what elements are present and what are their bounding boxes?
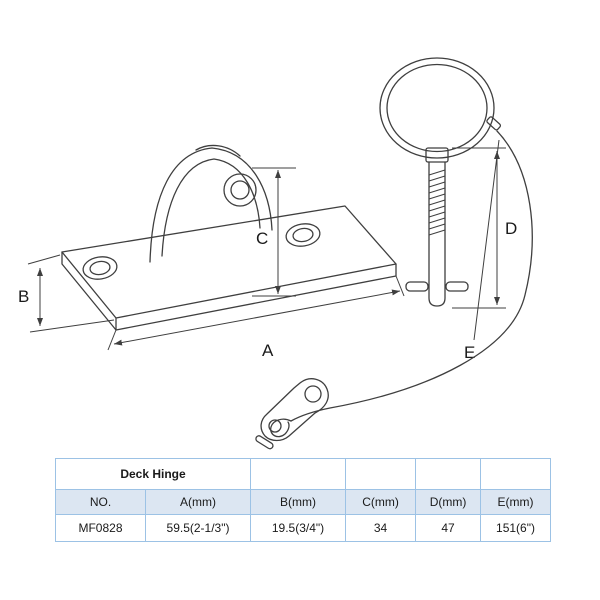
cross-pin-right: [445, 281, 469, 292]
cell-dim-c: 34: [345, 514, 417, 542]
pin-head: [425, 147, 449, 163]
pull-pin-ring: [379, 57, 502, 159]
cell-dim-e: 151(6"): [480, 514, 552, 542]
title-row-empty-cell: [345, 458, 417, 490]
dimension-c-label: C: [256, 229, 268, 248]
bracket-pin: [255, 435, 274, 450]
spec-table-container: Deck Hinge NO. A(mm) B(mm) C(mm) D(mm) E…: [54, 458, 552, 542]
title-row-empty-cell: [480, 458, 552, 490]
cable-fitting: [486, 116, 502, 131]
table-title: Deck Hinge: [54, 458, 252, 490]
header-no: NO.: [55, 489, 146, 515]
dimension-b: B: [18, 254, 115, 333]
deck-hinge-diagram-svg: C B A: [18, 57, 533, 450]
technical-drawing: C B A: [18, 57, 533, 450]
dimension-d-label: D: [505, 219, 517, 238]
header-c: C(mm): [345, 489, 417, 515]
pull-pin-body: [405, 147, 469, 307]
hinge-arch: [149, 144, 273, 263]
cell-dim-d: 47: [415, 514, 482, 542]
hinge-base-plate: [61, 205, 397, 331]
cell-dim-a: 59.5(2-1/3"): [144, 514, 252, 542]
title-row-empty-cell: [415, 458, 482, 490]
cable-end-loop: [270, 418, 292, 438]
spring-hatching: [428, 169, 446, 236]
dimension-e-label: E: [464, 343, 475, 362]
hinge-pin-boss: [223, 173, 257, 207]
dimension-a-label: A: [262, 341, 274, 360]
table-data-row: MF0828 59.5(2-1/3") 19.5(3/4") 34 47 151…: [55, 514, 552, 542]
header-e: E(mm): [480, 489, 552, 515]
mounting-hole-right: [285, 223, 321, 247]
lanyard-cable: [270, 130, 533, 438]
header-a: A(mm): [144, 489, 252, 515]
title-row-empty-cell: [250, 458, 347, 490]
mounting-hole-left: [82, 256, 118, 280]
dimension-c: C: [252, 167, 296, 297]
cell-dim-b: 19.5(3/4"): [250, 514, 347, 542]
dimension-a: A: [107, 275, 405, 360]
dimension-d: D: [452, 147, 517, 309]
dimension-e: E: [464, 139, 500, 362]
dimension-b-label: B: [18, 287, 29, 306]
table-title-row: Deck Hinge: [54, 458, 552, 490]
table-header-row: NO. A(mm) B(mm) C(mm) D(mm) E(mm): [55, 489, 552, 515]
header-b: B(mm): [250, 489, 347, 515]
cell-part-number: MF0828: [55, 514, 146, 542]
quick-release-bracket: [255, 378, 329, 450]
cross-pin-left: [405, 281, 429, 292]
spec-table: Deck Hinge NO. A(mm) B(mm) C(mm) D(mm) E…: [54, 458, 552, 542]
header-d: D(mm): [415, 489, 482, 515]
